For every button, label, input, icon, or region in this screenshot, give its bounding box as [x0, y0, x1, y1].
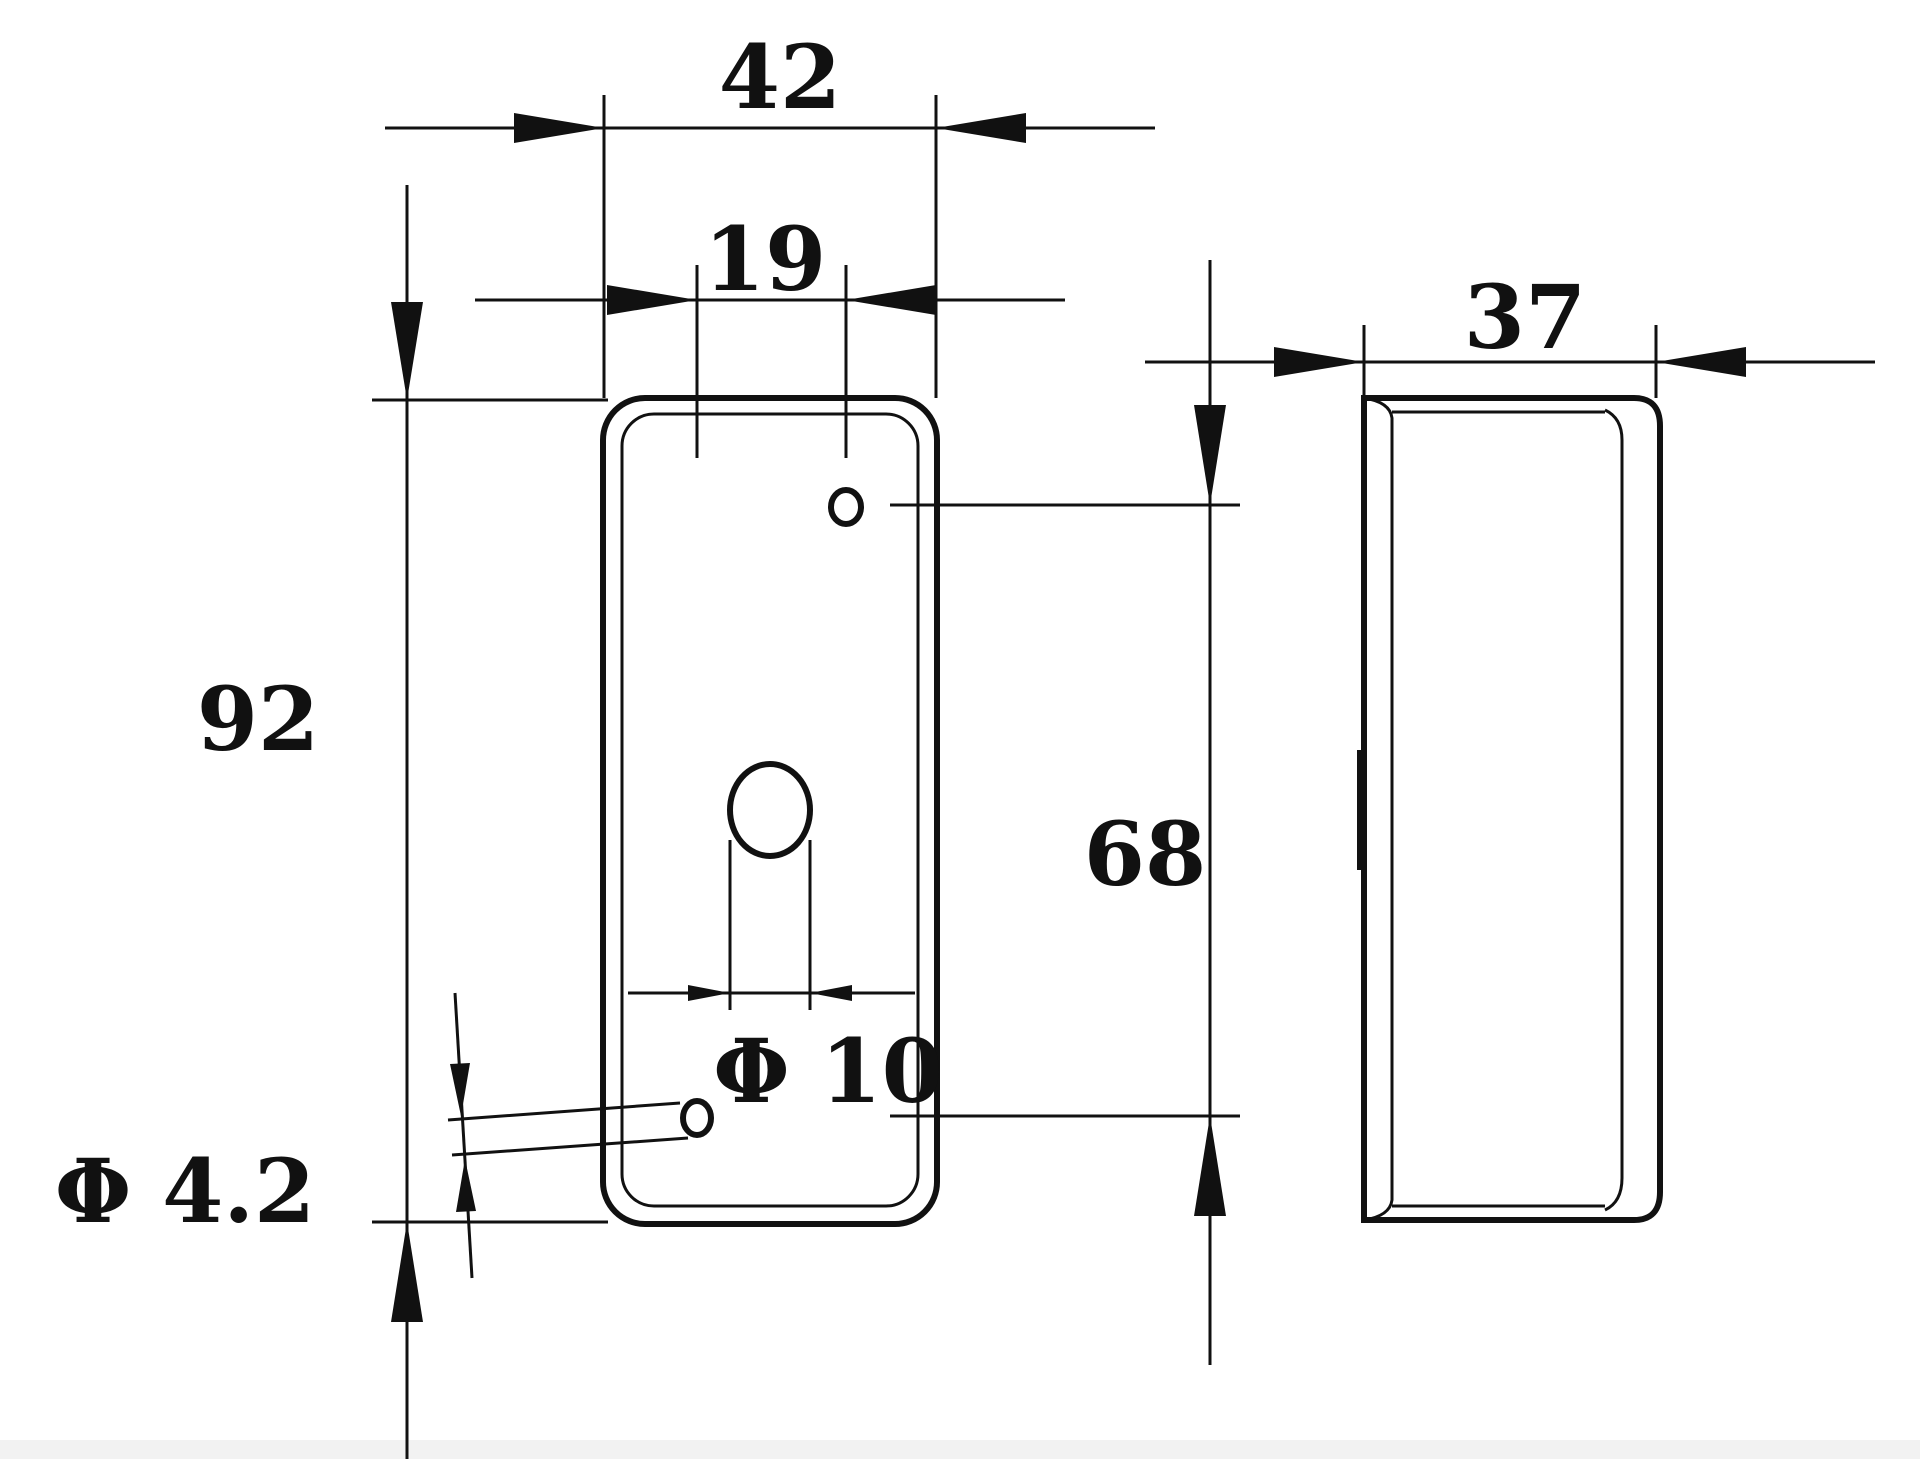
- arrow-42-left: [514, 113, 604, 143]
- side-flange: [1363, 396, 1394, 1222]
- dim-text-68: 68: [1084, 802, 1206, 906]
- arrow-68-top: [1194, 405, 1226, 505]
- dim-hole-pitch: 68: [890, 260, 1240, 1365]
- cable-hole: [727, 761, 813, 859]
- arrow-37-left: [1274, 347, 1364, 377]
- bottom-mount-hole: [680, 1098, 714, 1138]
- arrow-42-right: [936, 113, 1026, 143]
- arrow-phi42-bottom: [456, 1159, 476, 1212]
- dim-overall-width: 42: [385, 25, 1155, 398]
- front-body-inner: [620, 412, 920, 1208]
- dim-mount-hole: Φ 4.2: [55, 992, 689, 1279]
- floor-strip: [0, 1440, 1920, 1459]
- top-mount-hole: [828, 487, 864, 527]
- dim-depth: 37: [1145, 265, 1875, 398]
- side-view: [1357, 395, 1663, 1223]
- dim-text-19: 19: [704, 207, 826, 311]
- dim-text-92: 92: [197, 667, 319, 771]
- arrow-19-left: [607, 285, 697, 315]
- side-rear-rim: [1604, 408, 1624, 1212]
- arrow-phi10-right: [810, 985, 852, 1001]
- front-view: [600, 395, 940, 1227]
- arrow-92-top: [391, 302, 423, 400]
- side-body-outline: [1361, 395, 1663, 1223]
- dim-text-42: 42: [719, 25, 841, 129]
- arrow-phi10-left: [688, 985, 730, 1001]
- dim-overall-height: 92: [197, 185, 608, 1459]
- dim-hole-spacing: 19: [475, 207, 1065, 458]
- arrow-92-bottom: [391, 1222, 423, 1322]
- arrow-19-right: [846, 285, 936, 315]
- ext-line-phi42-bottom: [451, 1136, 689, 1157]
- dim-text-phi42: Φ 4.2: [55, 1139, 315, 1243]
- arrow-phi42-top: [450, 1063, 470, 1116]
- dim-text-37: 37: [1464, 265, 1586, 369]
- dim-text-phi10: Φ 10: [713, 1019, 943, 1123]
- front-body-outer: [600, 395, 940, 1227]
- arrow-68-bottom: [1194, 1116, 1226, 1216]
- dim-line-phi42: [453, 992, 474, 1279]
- arrow-37-right: [1656, 347, 1746, 377]
- ext-line-phi42-top: [447, 1101, 681, 1122]
